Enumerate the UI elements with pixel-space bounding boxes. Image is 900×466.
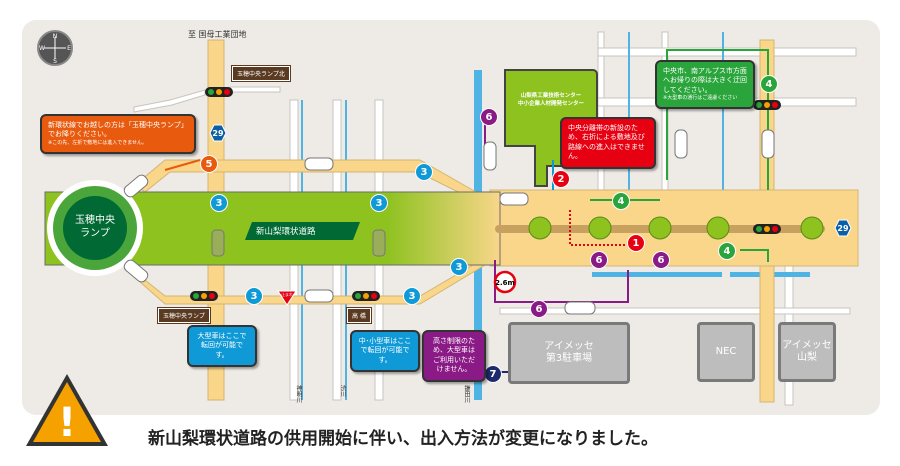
nec-label: NEC xyxy=(715,346,737,357)
callout-exit-ramp-text: 新環状線でお越しの方は「玉穂中央ランプ」でお降りください。 xyxy=(48,121,188,139)
callout-large-uturn-text: 大型車はここで転回が可能です。 xyxy=(197,332,247,359)
compass-icon: N S W E xyxy=(37,30,73,66)
tech-center-label: 山梨県工業技術センター 中小企業人材開発センター xyxy=(508,92,594,109)
svg-text:29: 29 xyxy=(837,224,849,233)
callout-height-limit-text: 高さ制限のため、大型車はご利用いただけません。 xyxy=(433,337,475,374)
height-limit-sign: 2.6m xyxy=(493,270,517,294)
warning-icon: ! xyxy=(26,374,108,446)
step-3-badge: 3 xyxy=(450,258,468,276)
step-7-badge: 7 xyxy=(484,365,502,383)
road-name: 新山梨環状道路 xyxy=(256,227,316,237)
svg-text:W: W xyxy=(39,45,45,52)
imesse-line2: 山梨 xyxy=(797,352,817,363)
destination-north-label: 至 国母工業団地 xyxy=(188,30,247,39)
step-3-badge: 3 xyxy=(210,194,228,212)
ramp-label[interactable]: 玉穂中央 ランプ xyxy=(63,214,127,240)
sign-ramp-north: 玉穂中央ランプ北 xyxy=(231,65,291,82)
step-4-badge: 4 xyxy=(612,192,630,210)
callout-height-limit: 高さ制限のため、大型車はご利用いただけません。 xyxy=(422,330,486,382)
river-kamata: 鎌田川 xyxy=(463,385,470,403)
step-5-badge: 5 xyxy=(200,155,218,173)
step-1-badge: 1 xyxy=(627,234,645,252)
svg-text:S: S xyxy=(53,58,57,65)
river-shinmei: 神明川 xyxy=(295,385,302,403)
step-6-badge: 6 xyxy=(590,251,608,269)
step-3-badge: 3 xyxy=(245,287,263,305)
traffic-lights xyxy=(190,87,781,301)
route-29-badge-east: 29 xyxy=(834,219,852,237)
callout-small-vehicle-uturn: 中･小型車はここで転回が可能です。 xyxy=(350,330,420,373)
sign-ramp: 玉穂中央ランプ xyxy=(157,307,211,324)
ramp-label-line1: 玉穂中央 xyxy=(75,215,115,226)
step-4-badge: 4 xyxy=(718,242,736,260)
stop-sign: 止まれ xyxy=(277,290,297,306)
callout-small-uturn-text: 中･小型車はここで転回が可能です。 xyxy=(358,337,412,364)
step-6-badge: 6 xyxy=(480,108,498,126)
river-shibu: 渋川 xyxy=(339,385,346,397)
sign-takahashi: 高 橋 xyxy=(346,307,372,324)
svg-text:29: 29 xyxy=(212,129,224,138)
callout-exit-ramp: 新環状線でお越しの方は「玉穂中央ランプ」でお降りください。 ※この先、左折で敷地… xyxy=(40,114,196,154)
road-name-banner xyxy=(245,222,360,240)
step-6-badge: 6 xyxy=(652,251,670,269)
parking-line1: アイメッセ xyxy=(544,341,594,352)
callout-median-text: 中央分離帯の新設のため、右折による敷地及び路線への進入はできません。 xyxy=(568,124,645,161)
svg-text:止まれ: 止まれ xyxy=(281,291,293,297)
footer-notice: 新山梨環状道路の供用開始に伴い、出入方法が変更になりました。 xyxy=(148,429,658,449)
building-imesse: アイメッセ山梨 xyxy=(778,322,836,382)
ramp-label-line2: ランプ xyxy=(80,228,110,239)
step-2-badge: 2 xyxy=(552,170,570,188)
svg-text:!: ! xyxy=(58,400,76,446)
building-nec: NEC xyxy=(697,322,755,382)
callout-large-vehicle-uturn: 大型車はここで転回が可能です。 xyxy=(187,325,257,368)
imesse-line1: アイメッセ xyxy=(782,340,832,351)
building-imesse-parking3: アイメッセ第3駐車場 xyxy=(508,322,630,384)
parking-line2: 第3駐車場 xyxy=(545,353,593,364)
callout-median: 中央分離帯の新設のため、右折による敷地及び路線への進入はできません。 xyxy=(560,117,656,169)
step-3-badge: 3 xyxy=(415,163,433,181)
callout-detour-text: 中央市、南アルプス市方面へお帰りの際は大きく迂回してください。 xyxy=(663,67,747,94)
step-3-badge: 3 xyxy=(370,194,388,212)
callout-detour: 中央市、南アルプス市方面へお帰りの際は大きく迂回してください。 ※大型車の通行は… xyxy=(655,60,755,110)
median-trees xyxy=(528,216,824,240)
route-29-badge: 29 xyxy=(209,124,227,142)
step-3-badge: 3 xyxy=(403,287,421,305)
callout-exit-ramp-note: ※この先、左折で敷地には進入できません。 xyxy=(48,139,148,146)
step-6-badge: 6 xyxy=(530,300,548,318)
step-4-badge: 4 xyxy=(760,75,778,93)
svg-text:N: N xyxy=(53,33,58,40)
hr-center-name: 中小企業人材開発センター xyxy=(517,101,584,108)
callout-detour-note: ※大型車の通行はご遠慮ください xyxy=(663,95,738,102)
tech-center-name: 山梨県工業技術センター xyxy=(520,93,582,99)
ramp-circle[interactable] xyxy=(63,196,127,260)
svg-text:E: E xyxy=(67,45,71,52)
svg-text:2.6m: 2.6m xyxy=(495,279,515,287)
